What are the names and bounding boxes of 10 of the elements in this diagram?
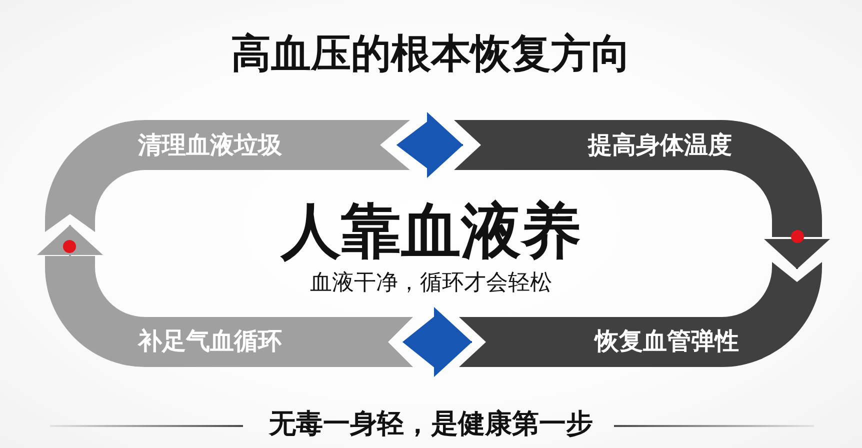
band-label: 补足气血循环 — [138, 328, 282, 356]
band-label: 提高身体温度 — [588, 132, 732, 160]
caption: 无毒一身轻，是健康第一步 — [269, 408, 593, 440]
arrow — [37, 225, 103, 256]
subheading: 血液干净，循环才会轻松 — [310, 270, 552, 296]
headline: 人靠血液养 — [281, 198, 581, 266]
title: 高血压的根本恢复方向 — [231, 31, 631, 77]
band-label: 清理血液垃圾 — [138, 132, 282, 160]
arrow — [764, 237, 830, 269]
band-label: 恢复血管弹性 — [595, 328, 739, 356]
